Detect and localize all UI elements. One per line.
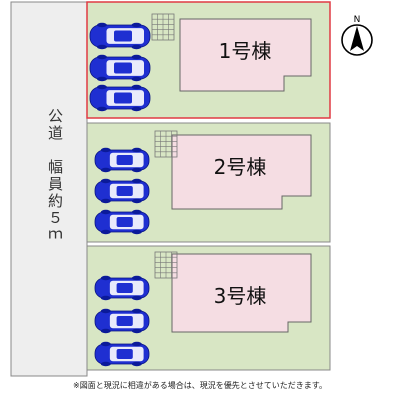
lot-1-label: 1号棟 — [219, 39, 272, 63]
lot-2-building — [171, 134, 312, 210]
car-icon — [94, 147, 150, 173]
lot-3-building — [171, 253, 312, 333]
car-icon — [94, 275, 150, 301]
public-road — [10, 1, 88, 377]
disclaimer-note: ※図面と現況に相違がある場合は、現況を優先とさせていただきます。 — [73, 381, 327, 390]
entrance-grid-icon — [154, 251, 178, 279]
entrance-grids — [151, 13, 178, 279]
car-icon — [94, 209, 150, 235]
entrance-grid-icon — [151, 13, 175, 41]
entrance-grid-icon — [154, 130, 178, 158]
car-icon — [89, 22, 151, 50]
car-icon — [89, 84, 151, 112]
car-icon — [94, 178, 150, 204]
compass-needle-icon — [350, 26, 364, 51]
car-icon — [94, 308, 150, 334]
parking-cars — [89, 22, 151, 367]
lot-3-label: 3号棟 — [214, 284, 267, 308]
north-compass: N — [341, 15, 373, 56]
car-icon — [94, 341, 150, 367]
road-label: 公道 幅員約５ｍ — [46, 108, 64, 244]
compass-north-label: N — [354, 15, 361, 25]
lot-2-label: 2号棟 — [214, 155, 267, 179]
lot-1-selection-frame — [86, 1, 331, 119]
car-icon — [89, 54, 151, 82]
lot-1-building — [179, 18, 312, 92]
